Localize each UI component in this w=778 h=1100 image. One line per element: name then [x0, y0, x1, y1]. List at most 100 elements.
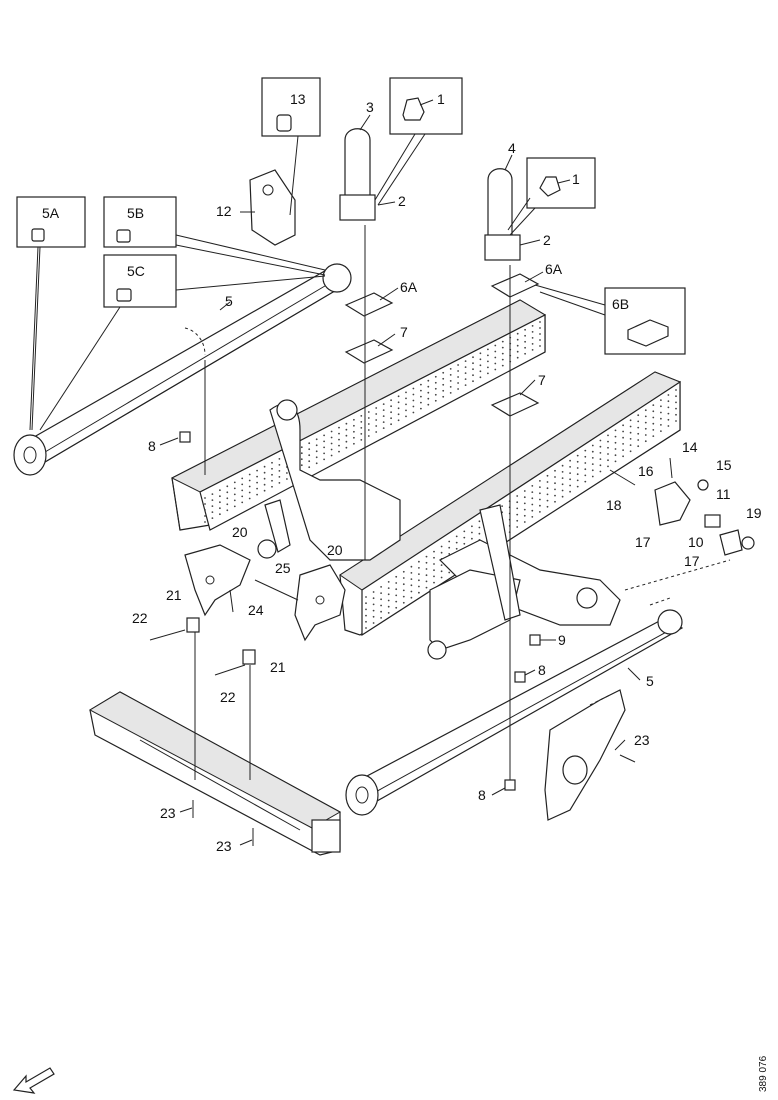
rail-hole [554, 482, 556, 485]
callout-5-lower: 5 [646, 673, 654, 689]
rail-hole [524, 346, 526, 349]
rail-hole [539, 492, 541, 495]
rail-hole [622, 424, 624, 427]
rail-hole [569, 472, 571, 474]
rail-hole [523, 490, 526, 492]
rail-hole [472, 374, 474, 377]
rail-hole [464, 384, 467, 386]
rail-hole [516, 526, 519, 528]
rail-hole [629, 438, 632, 440]
rail-hole [338, 450, 340, 453]
rail-hole [248, 485, 251, 488]
rail-hole [372, 622, 375, 624]
rail-hole [410, 596, 413, 599]
rail-hole [323, 458, 325, 461]
rail-hole [390, 399, 392, 402]
rail-hole [204, 503, 206, 505]
rail-hole [523, 514, 526, 517]
rail-hole [622, 449, 624, 451]
rail-hole [440, 570, 443, 573]
rail-hole [675, 389, 677, 391]
rail-hole [644, 409, 647, 412]
rail-hole [569, 490, 571, 493]
rail-hole [448, 546, 451, 549]
rail-hole [652, 435, 655, 437]
rail-hole [599, 458, 602, 460]
rail-hole [442, 371, 445, 374]
rail-hole [539, 339, 541, 341]
callout-5A: 5A [42, 205, 60, 221]
rail-hole [360, 427, 363, 429]
callout-13: 13 [290, 91, 306, 107]
rail-hole [449, 386, 452, 388]
rail-hole [433, 575, 435, 578]
rail-hole [576, 473, 579, 476]
rail-hole [387, 605, 390, 608]
rail-hole [478, 520, 481, 523]
rail-hole [667, 406, 670, 409]
rail-hole [412, 405, 415, 408]
rail-hole [345, 440, 348, 443]
rail-hole [434, 375, 437, 378]
rail-hole [464, 360, 467, 362]
rail-hole [516, 338, 519, 341]
rail-hole [471, 525, 473, 528]
rail-hole [365, 620, 367, 623]
rail-hole [418, 585, 420, 588]
rail-hole [591, 463, 594, 465]
rail-hole [375, 419, 378, 421]
rail-hole [433, 581, 435, 584]
rail-hole [652, 404, 655, 406]
rail-hole [365, 596, 367, 598]
callout-8-upper: 8 [148, 438, 156, 454]
rail-hole [241, 489, 244, 492]
rail-hole [531, 337, 534, 339]
rail-hole [330, 448, 333, 451]
rail-hole [457, 364, 459, 366]
rail-hole [219, 489, 221, 492]
rail-hole [204, 509, 206, 511]
rail-hole [308, 460, 311, 463]
callout-17-right: 17 [684, 553, 700, 569]
rail-hole [402, 601, 405, 604]
rail-hole [248, 491, 251, 494]
rail-hole [367, 423, 370, 425]
rail-hole [418, 573, 420, 575]
rail-hole [204, 497, 206, 499]
rail-hole [576, 467, 579, 469]
rail-hole [390, 423, 392, 426]
rail-hole [382, 421, 385, 423]
rail-hole [667, 400, 670, 403]
rail-hole [241, 477, 244, 480]
rail-hole [449, 392, 452, 394]
rail-hole [427, 391, 430, 394]
rail-hole [372, 609, 375, 612]
rail-hole [675, 413, 677, 416]
rail-hole [487, 354, 489, 357]
rail-hole [286, 472, 288, 474]
rail-hole [360, 415, 363, 417]
rail-hole [219, 513, 221, 516]
rail-hole [380, 592, 382, 594]
rail-hole [599, 445, 602, 448]
rail-hole [531, 485, 534, 487]
rail-hole [271, 461, 273, 464]
rail-hole [315, 462, 318, 465]
rail-hole [402, 570, 405, 573]
inset-box-6B [534, 284, 686, 355]
rail-hole [524, 334, 526, 337]
rail-hole [375, 431, 378, 433]
pads [344, 273, 540, 417]
rail-hole [263, 477, 266, 480]
rail-hole [345, 428, 348, 431]
rail-hole [405, 403, 407, 406]
rail-hole [539, 504, 541, 507]
rail-hole [360, 421, 363, 423]
callout-8-lower: 8 [478, 787, 486, 803]
rail-hole [433, 569, 435, 572]
figure-reference-number: 389 076 [758, 1055, 769, 1092]
rail-hole [395, 594, 398, 597]
rail-hole [561, 477, 564, 479]
callout-19: 19 [746, 505, 762, 521]
rail-hole [622, 443, 624, 445]
